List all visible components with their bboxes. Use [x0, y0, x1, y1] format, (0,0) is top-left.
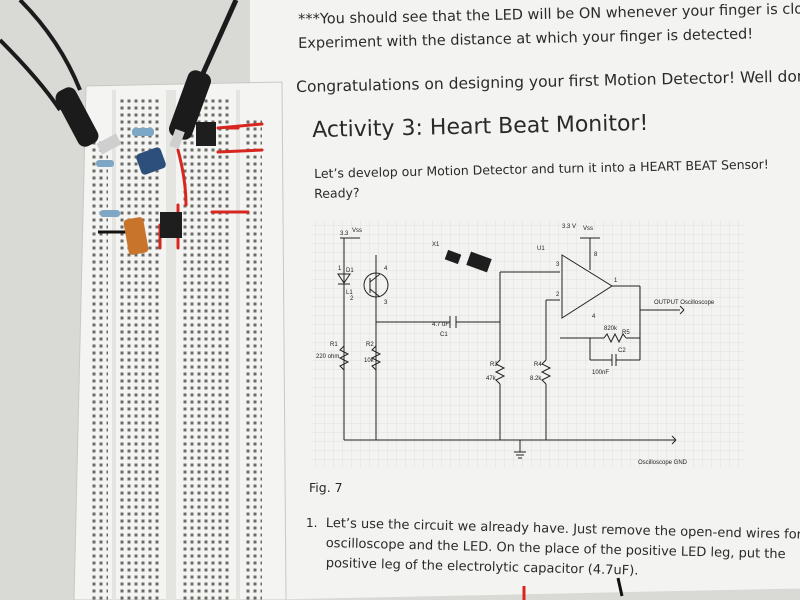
label-vcc-left-tag: Vss [352, 228, 362, 234]
label-pin-8-right: 8 [594, 252, 598, 258]
label-c1-value: 4.7 uF [432, 322, 449, 328]
label-c2-value: 100nF [592, 370, 609, 376]
resistor-2 [96, 160, 114, 167]
power-rail-left [90, 140, 108, 600]
label-vcc-left: 3.3 [340, 231, 349, 237]
label-vcc-right-tag: Vss [583, 226, 593, 232]
figure-caption: Fig. 7 [309, 480, 343, 495]
label-vcc-right: 3.3 V [562, 224, 576, 230]
ic-chip-top [196, 122, 216, 146]
resistor-3 [100, 210, 120, 217]
terminal-strip-b [180, 96, 230, 600]
terminal-strip-a [118, 96, 162, 600]
center-channel [166, 90, 176, 600]
electrolytic-capacitor [136, 147, 166, 175]
oscilloscope-probe-right [169, 0, 239, 150]
label-r3: R3 [490, 362, 498, 368]
label-r4: R4 [534, 362, 542, 368]
red-wire-1 [176, 148, 188, 207]
black-lead [616, 577, 624, 597]
label-output: OUTPUT Oscilloscope [654, 300, 715, 306]
label-r3-value: 47k [486, 376, 497, 382]
label-r5-value: 820k [604, 326, 618, 332]
power-rail-right [244, 120, 262, 600]
step-number: 1. [306, 516, 318, 530]
label-u1: U1 [537, 246, 545, 252]
label-d1: D1 [346, 268, 354, 274]
chip-x1-icon [444, 249, 492, 273]
label-pin-4-left: 4 [384, 266, 388, 272]
red-wire-5 [216, 148, 264, 154]
label-r5: R5 [622, 330, 630, 336]
label-r2-value: 10k [364, 358, 375, 364]
oscilloscope-probe-left [0, 0, 122, 155]
label-l1: L1 [346, 290, 353, 296]
label-pin-1-left: 1 [338, 266, 342, 272]
label-pin-2-right: 2 [556, 292, 560, 298]
label-pin-1-right: 1 [614, 278, 618, 284]
label-pin-3-right: 3 [556, 262, 560, 268]
label-r2: R2 [366, 342, 374, 348]
label-r1-value: 220 ohm [316, 354, 339, 360]
ic-chip-bottom [160, 212, 182, 238]
red-wire-4 [216, 122, 264, 130]
label-pin-2-left: 2 [350, 296, 354, 302]
photo-sensor [123, 217, 149, 255]
label-pin-4-right: 4 [592, 314, 596, 320]
schematic-grid [312, 220, 744, 468]
resistor-1 [132, 128, 154, 136]
label-c2: C2 [618, 348, 626, 354]
label-x1: X1 [432, 242, 440, 248]
label-ground: Oscilloscope GND [638, 460, 688, 466]
label-r1: R1 [330, 342, 338, 348]
label-c1: C1 [440, 332, 448, 338]
label-pin-3-left: 3 [384, 300, 388, 306]
label-r4-value: 8.2k [530, 376, 542, 382]
